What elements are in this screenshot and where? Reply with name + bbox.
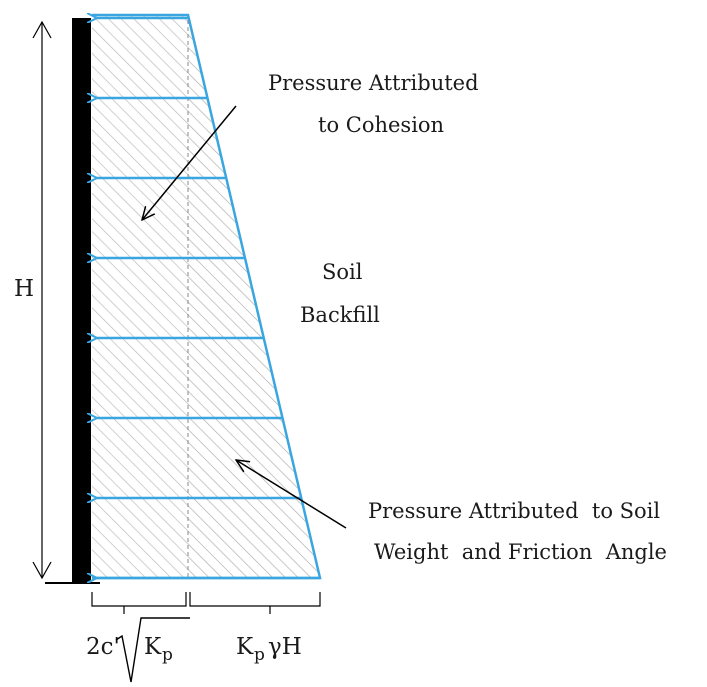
height-label: H <box>14 276 34 302</box>
weight-formula-subscript: p <box>254 645 265 665</box>
cohesion-label-line2: to Cohesion <box>318 113 444 137</box>
soil-weight-callout-arrow <box>236 460 347 529</box>
height-dimension: H <box>14 20 52 580</box>
backfill-label-line1: Soil <box>322 260 363 284</box>
cohesion-width-formula: 2c' K p <box>86 617 190 683</box>
pressure-arrows <box>96 18 320 578</box>
weight-formula-rest: γH <box>268 634 302 660</box>
retaining-wall <box>72 18 91 583</box>
backfill-label-line2: Backfill <box>300 303 380 327</box>
cohesion-label-line1: Pressure Attributed <box>268 71 479 95</box>
soil-weight-label-line1: Pressure Attributed to Soil <box>368 499 660 523</box>
cohesion-formula-subscript: p <box>162 645 173 665</box>
weight-width-formula: K p γH <box>236 634 302 665</box>
soil-weight-label-line2: Weight and Friction Angle <box>374 540 667 564</box>
width-dimensions <box>91 592 321 614</box>
cohesion-pressure-region <box>92 15 188 578</box>
weight-formula-k: K <box>236 634 254 660</box>
cohesion-formula-k: K <box>144 634 162 660</box>
soil-weight-label: Pressure Attributed to Soil Weight and F… <box>368 499 667 564</box>
square-root-sign <box>115 617 190 683</box>
backfill-label: Soil Backfill <box>300 260 380 327</box>
cohesion-label: Pressure Attributed to Cohesion <box>268 71 479 137</box>
cohesion-callout-arrow <box>142 105 237 220</box>
cohesion-formula-prefix: 2c' <box>86 634 120 660</box>
